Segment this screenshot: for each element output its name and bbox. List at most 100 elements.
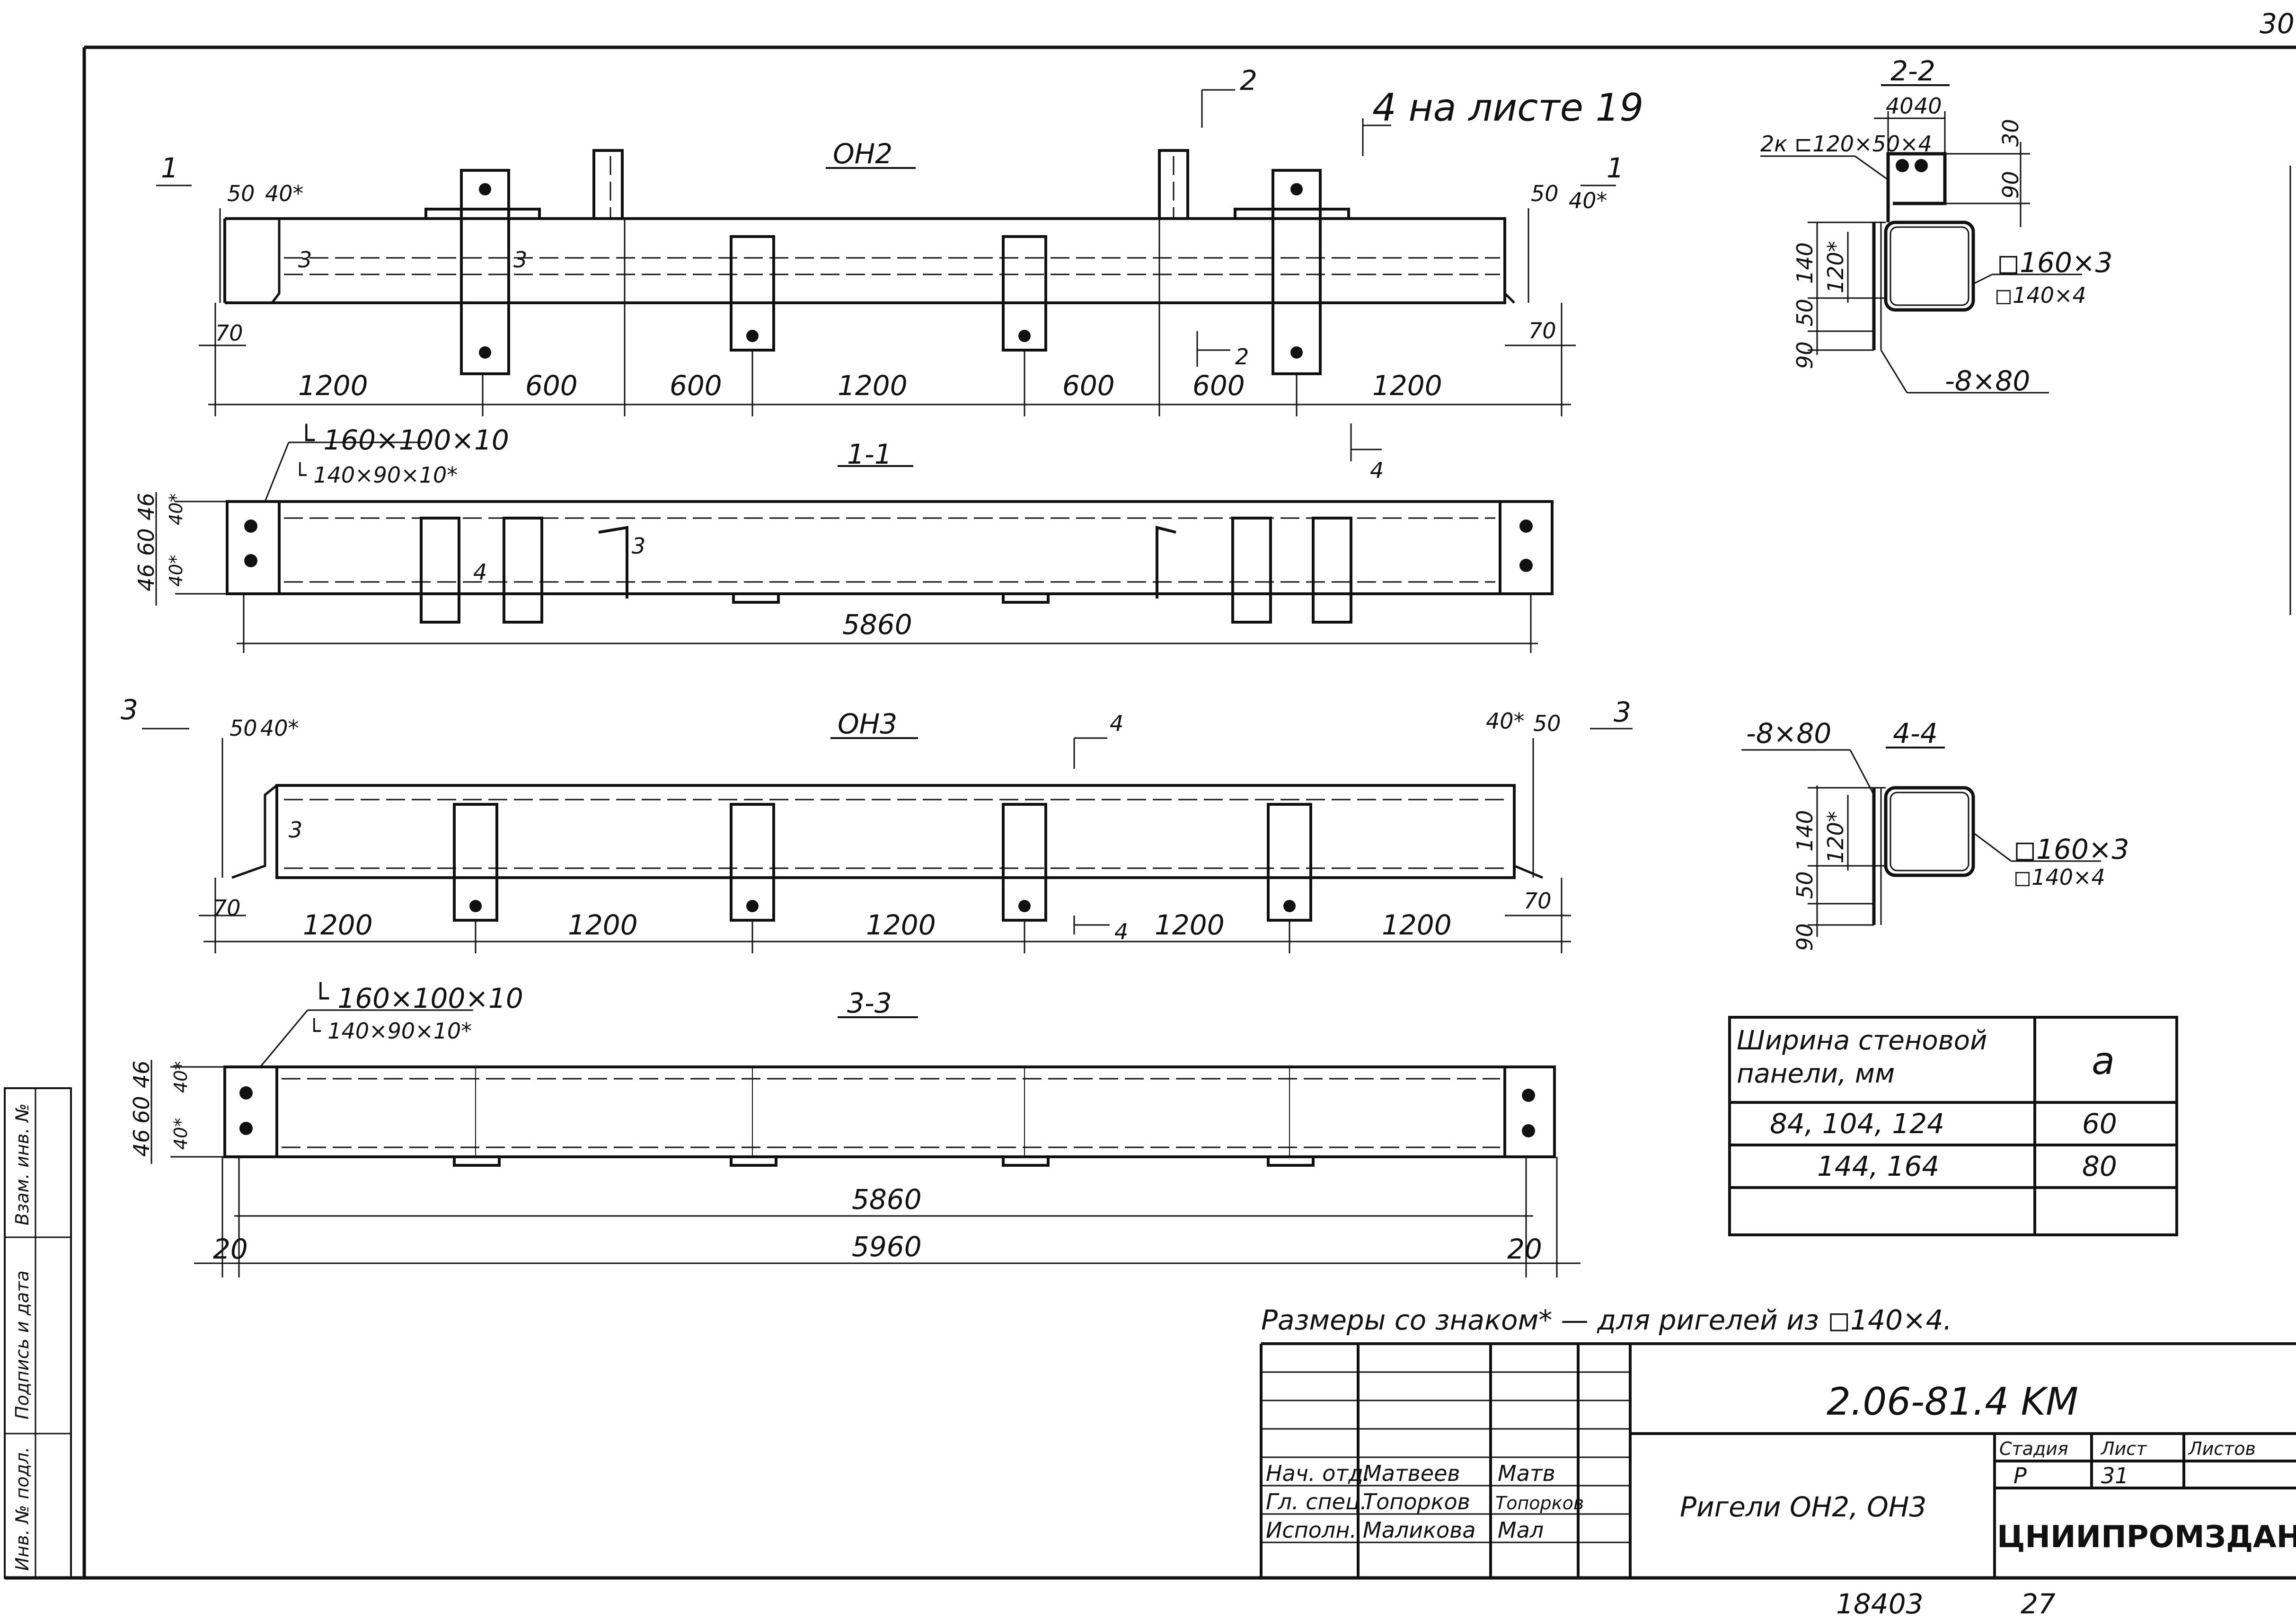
footer-number: 18403 [1836, 1588, 1924, 1620]
oh3-dim-50-left: 50 [230, 715, 257, 741]
oh3-dim-3: 1200 [866, 909, 936, 941]
side-label-replace: Взам. инв. № [12, 1103, 33, 1225]
s22-plate: -8×80 [1945, 365, 2030, 397]
oh2-part-3-left: 3 [298, 247, 312, 273]
oh3-cut-3-right: 3 [1614, 696, 1631, 728]
view-section-2-2: 2-2 2к ⊏120×50×4 ◻160×3 ◻140×4 -8×80 40 … [1760, 55, 2112, 397]
s22-title: 2-2 [1890, 55, 1935, 87]
s33-vdim-40a: 40* [170, 1061, 191, 1093]
s44-left-dim-90: 90 [1792, 923, 1818, 951]
doc-code: 2.06-81.4 KM [1827, 1380, 2078, 1424]
s22-left-dim-140: 140 [1792, 242, 1818, 284]
view-oh3: ОН3 3 3 4 4 50 40* 40* 50 70 70 3 1200 1… [121, 694, 1633, 953]
s11-length: 5860 [842, 608, 912, 641]
oh3-dim-70-right: 70 [1524, 888, 1552, 914]
s33-angle: └ 160×100×10 [312, 982, 523, 1014]
s33-length-2: 5960 [852, 1231, 922, 1263]
table-row-1-a: 60 [2082, 1108, 2117, 1140]
sig-sign-2: Топорков [1495, 1493, 1584, 1514]
s33-angle-alt: └ 140×90×10* [308, 1018, 472, 1044]
drawing-title: Ригели ОН2, ОН3 [1680, 1491, 1926, 1523]
oh2-cut-2-bottom: 2 [1235, 344, 1249, 370]
s11-vdim-40a: 40* [166, 493, 186, 525]
table-row-2-width: 144, 164 [1817, 1150, 1939, 1182]
s33-end-left: 20 [213, 1233, 248, 1265]
sheet-value: 31 [2101, 1463, 2129, 1488]
oh2-dim-40-left: 40* [265, 181, 304, 206]
stage-value: Р [2013, 1463, 2027, 1488]
s33-vdim-40b: 40* [170, 1118, 191, 1150]
view-section-4-4: 4-4 -8×80 ◻160×3 ◻140×4 140 120* 50 90 [1741, 717, 2129, 951]
sig-name-2: Топорков [1363, 1489, 1470, 1514]
s22-top-dim-2: 40 [1914, 93, 1942, 119]
s22-right-dim-90: 90 [1998, 171, 2023, 199]
company-name: ЦНИИПРОМЗДАНИЙ [1997, 1519, 2296, 1555]
view-section-1-1: 1-1 └ 160×100×10 └ 140×90×10* 5860 46 60… [133, 423, 1554, 653]
s44-plate: -8×80 [1746, 717, 1831, 749]
s44-tube-alt: ◻140×4 [2013, 864, 2105, 890]
dimension-note: Размеры со знаком* — для ригелей из ◻140… [1261, 1304, 1952, 1336]
s11-vdim-46a: 46 [133, 563, 159, 591]
oh2-dim-40-right: 40* [1569, 188, 1607, 213]
s33-end-right: 20 [1507, 1233, 1542, 1265]
s33-vdim-60: 60 [129, 1096, 154, 1124]
oh3-cut-4-top: 4 [1110, 711, 1123, 736]
s33-length-1: 5860 [852, 1183, 922, 1215]
s22-left-dim-120: 120* [1823, 241, 1848, 293]
s11-vdim-60: 60 [133, 528, 159, 556]
side-label-signature: Подпись и дата [12, 1270, 33, 1419]
s22-left-dim-50: 50 [1792, 299, 1818, 326]
oh2-dim-50-right: 50 [1531, 181, 1559, 206]
s11-part-3: 3 [632, 533, 645, 559]
s22-tube-alt: ◻140×4 [1995, 282, 2086, 308]
footer-number-2: 27 [2021, 1588, 2056, 1620]
s44-left-dim-120: 120* [1823, 811, 1848, 863]
oh3-cut-3-left: 3 [121, 694, 138, 726]
oh2-dim-6: 600 [1192, 370, 1245, 402]
title-block: 2.06-81.4 KM Ригели ОН2, ОН3 Нач. отд. М… [1260, 1342, 2296, 1620]
oh3-dim-70-left: 70 [213, 895, 241, 921]
oh3-cut-4-bottom: 4 [1114, 919, 1128, 944]
oh2-cut-1-right: 1 [1607, 152, 1624, 184]
sheet-header: Лист [2100, 1438, 2147, 1459]
sheet-corner-number: 30 [2260, 8, 2295, 40]
s11-part-4: 4 [473, 559, 487, 585]
oh3-dim-40-left: 40* [260, 715, 299, 741]
oh2-title: ОН2 [833, 138, 892, 170]
table-row-1-width: 84, 104, 124 [1770, 1108, 1944, 1140]
s11-angle: └ 160×100×10 [298, 423, 509, 456]
sheet-frame [4, 45, 2296, 1580]
stage-header: Стадия [1999, 1438, 2068, 1459]
s44-tube: ◻160×3 [2013, 833, 2129, 865]
table-header-a: а [2092, 1039, 2115, 1083]
sig-sign-1: Матв [1498, 1461, 1555, 1486]
oh3-dim-50-right: 50 [1533, 711, 1561, 736]
view-section-3-3: 3-3 └ 160×100×10 └ 140×90×10* 5860 5960 … [129, 982, 1581, 1277]
oh3-dim-5: 1200 [1382, 909, 1452, 941]
oh2-dim-50-left: 50 [227, 181, 255, 206]
sheets-header: Листов [2188, 1438, 2256, 1459]
s33-vdim-46b: 46 [129, 1060, 154, 1088]
oh2-cut-2-top: 2 [1240, 64, 1257, 97]
oh2-dim-5: 600 [1062, 370, 1115, 402]
s33-title: 3-3 [847, 987, 892, 1019]
oh2-dim-1: 1200 [298, 370, 368, 402]
oh3-part-3: 3 [289, 817, 302, 843]
oh2-cut-1-left: 1 [161, 152, 178, 184]
table-row-2-a: 80 [2082, 1150, 2117, 1182]
oh3-dim-1: 1200 [303, 909, 373, 941]
oh3-dim-4: 1200 [1155, 909, 1225, 941]
s11-vdim-40b: 40* [166, 555, 186, 587]
s44-left-dim-50: 50 [1792, 871, 1818, 899]
oh2-dim-7: 1200 [1372, 370, 1442, 402]
oh2-dim-70-right: 70 [1528, 318, 1556, 343]
s22-left-dim-90: 90 [1792, 341, 1818, 369]
side-label-inventory: Инв. № подл. [12, 1447, 33, 1571]
s22-top-dim-1: 40 [1886, 93, 1914, 119]
sig-sign-3: Мал [1498, 1517, 1544, 1543]
oh3-dim-2: 1200 [568, 909, 638, 941]
view-oh2: ОН2 4 на листе 19 1 1 2 2 50 40* 50 40* … [156, 64, 1643, 416]
panel-width-table: Ширина стеновой панели, мм а 84, 104, 12… [1728, 1016, 2178, 1236]
oh2-dim-4: 1200 [838, 370, 908, 402]
